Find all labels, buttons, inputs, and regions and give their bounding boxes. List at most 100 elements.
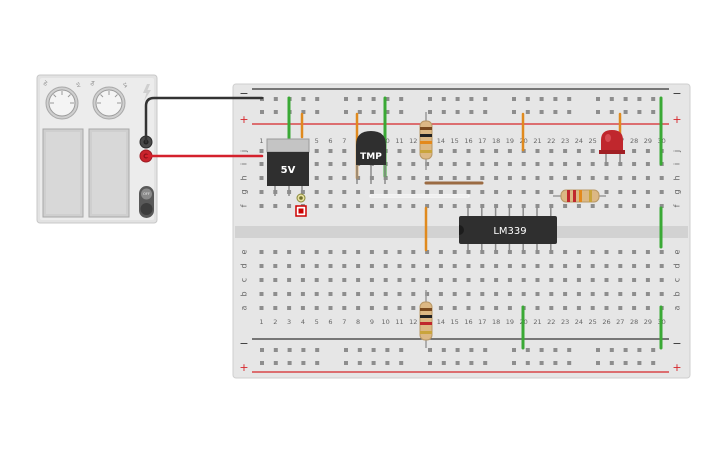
rail-hole[interactable] (385, 348, 390, 352)
hole[interactable] (604, 204, 609, 208)
hole[interactable] (466, 149, 471, 153)
hole[interactable] (563, 306, 568, 310)
hole[interactable] (659, 176, 664, 180)
hole[interactable] (383, 292, 388, 296)
rail-hole[interactable] (525, 110, 530, 114)
indicator-component[interactable] (295, 193, 307, 217)
hole[interactable] (618, 278, 623, 282)
hole[interactable] (411, 278, 416, 282)
hole[interactable] (328, 278, 333, 282)
rail-hole[interactable] (512, 348, 516, 352)
hole[interactable] (300, 306, 305, 310)
hole[interactable] (356, 204, 361, 208)
hole[interactable] (604, 264, 609, 268)
hole[interactable] (549, 162, 554, 166)
hole[interactable] (411, 190, 416, 194)
hole[interactable] (328, 190, 333, 194)
hole[interactable] (563, 204, 568, 208)
hole[interactable] (590, 306, 595, 310)
rail-hole[interactable] (469, 348, 474, 352)
hole[interactable] (397, 190, 402, 194)
hole[interactable] (259, 190, 264, 194)
rail-hole[interactable] (623, 361, 628, 365)
rail-hole[interactable] (385, 110, 390, 114)
hole[interactable] (604, 306, 609, 310)
hole[interactable] (287, 204, 292, 208)
hole[interactable] (273, 264, 278, 268)
hole[interactable] (259, 264, 264, 268)
hole[interactable] (563, 278, 568, 282)
hole[interactable] (618, 176, 623, 180)
rail-hole[interactable] (553, 110, 558, 114)
rail-hole[interactable] (315, 110, 320, 114)
hole[interactable] (563, 176, 568, 180)
hole[interactable] (507, 190, 512, 194)
hole[interactable] (438, 190, 443, 194)
rail-hole[interactable] (609, 110, 614, 114)
rail-hole[interactable] (399, 97, 404, 101)
hole[interactable] (521, 278, 526, 282)
hole[interactable] (425, 190, 430, 194)
rail-hole[interactable] (567, 348, 572, 352)
hole[interactable] (645, 162, 650, 166)
rail-hole[interactable] (428, 110, 432, 114)
rail-hole[interactable] (315, 97, 320, 101)
hole[interactable] (411, 292, 416, 296)
hole[interactable] (342, 292, 347, 296)
hole[interactable] (507, 162, 512, 166)
hole[interactable] (356, 250, 361, 254)
rail-hole[interactable] (553, 348, 558, 352)
hole[interactable] (273, 250, 278, 254)
hole[interactable] (452, 278, 457, 282)
hole[interactable] (273, 306, 278, 310)
power-switch[interactable]: OFF (139, 186, 154, 218)
hole[interactable] (659, 278, 664, 282)
hole[interactable] (438, 162, 443, 166)
hole[interactable] (645, 306, 650, 310)
hole[interactable] (466, 204, 471, 208)
rail-hole[interactable] (525, 97, 530, 101)
hole[interactable] (618, 190, 623, 194)
hole[interactable] (425, 250, 430, 254)
rail-hole[interactable] (399, 110, 404, 114)
rail-hole[interactable] (428, 361, 432, 365)
led[interactable] (599, 130, 625, 166)
hole[interactable] (494, 162, 499, 166)
hole[interactable] (521, 176, 526, 180)
hole[interactable] (604, 250, 609, 254)
rail-hole[interactable] (357, 97, 362, 101)
hole[interactable] (632, 264, 637, 268)
hole[interactable] (259, 176, 264, 180)
temperature-sensor[interactable]: TMP (356, 131, 386, 184)
rail-hole[interactable] (483, 110, 488, 114)
hole[interactable] (287, 292, 292, 296)
hole[interactable] (466, 176, 471, 180)
rail-hole[interactable] (623, 110, 628, 114)
hole[interactable] (618, 204, 623, 208)
hole[interactable] (397, 176, 402, 180)
hole[interactable] (369, 204, 374, 208)
hole[interactable] (411, 250, 416, 254)
hole[interactable] (411, 204, 416, 208)
hole[interactable] (369, 176, 374, 180)
hole[interactable] (590, 204, 595, 208)
rail-hole[interactable] (441, 348, 446, 352)
hole[interactable] (604, 278, 609, 282)
hole[interactable] (590, 264, 595, 268)
rail-hole[interactable] (301, 97, 306, 101)
hole[interactable] (356, 292, 361, 296)
hole[interactable] (383, 204, 388, 208)
hole[interactable] (314, 250, 319, 254)
resistor-right[interactable] (553, 189, 606, 203)
rail-hole[interactable] (637, 110, 642, 114)
rail-hole[interactable] (371, 97, 376, 101)
rail-hole[interactable] (525, 361, 530, 365)
hole[interactable] (549, 264, 554, 268)
hole[interactable] (576, 306, 581, 310)
rail-hole[interactable] (441, 97, 446, 101)
hole[interactable] (452, 264, 457, 268)
hole[interactable] (659, 264, 664, 268)
hole[interactable] (632, 149, 637, 153)
rail-hole[interactable] (623, 348, 628, 352)
hole[interactable] (300, 278, 305, 282)
